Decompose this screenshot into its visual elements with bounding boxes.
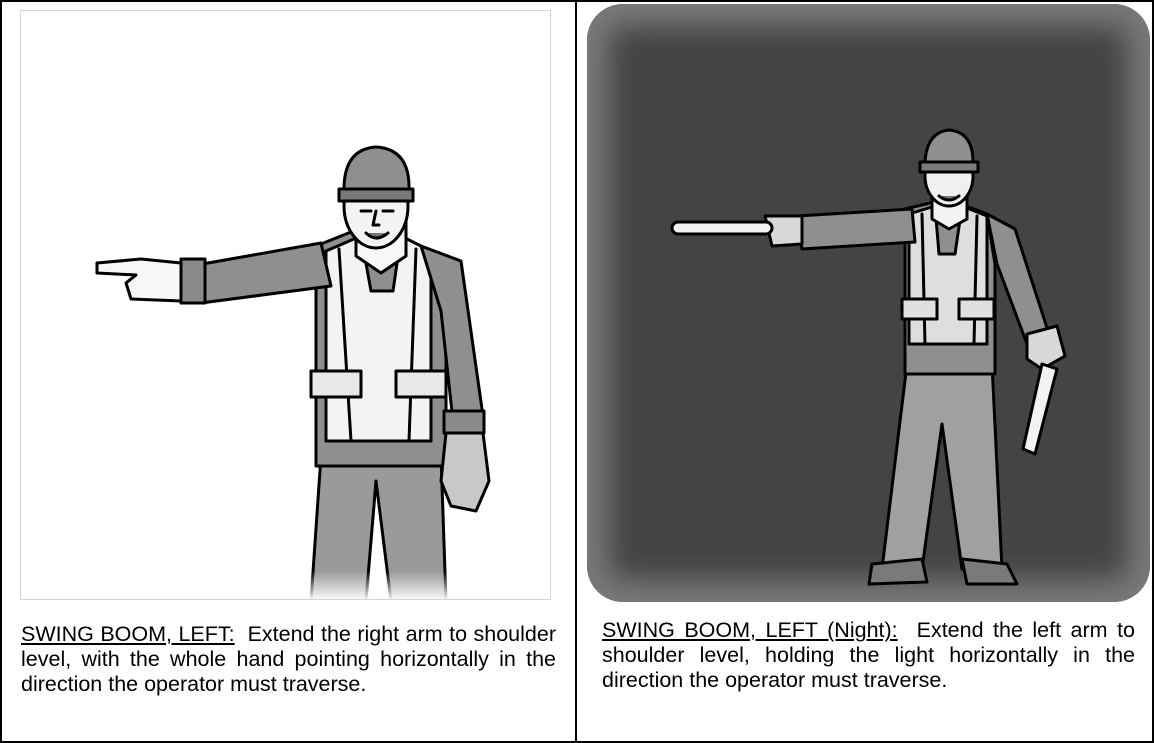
signalman-day-figure: [21, 11, 551, 600]
day-signal-title: SWING BOOM, LEFT:: [21, 622, 235, 646]
night-signal-caption: SWING BOOM, LEFT (Night): Extend the lef…: [602, 618, 1135, 693]
day-signal-caption: SWING BOOM, LEFT: Extend the right arm t…: [21, 622, 556, 697]
night-signal-illustration: [587, 4, 1150, 602]
signalman-night-figure: [587, 4, 1150, 602]
panel-day: SWING BOOM, LEFT: Extend the right arm t…: [2, 2, 575, 741]
panel-night: SWING BOOM, LEFT (Night): Extend the lef…: [577, 2, 1152, 741]
night-signal-title: SWING BOOM, LEFT (Night):: [602, 618, 898, 642]
day-signal-illustration: [20, 10, 551, 600]
